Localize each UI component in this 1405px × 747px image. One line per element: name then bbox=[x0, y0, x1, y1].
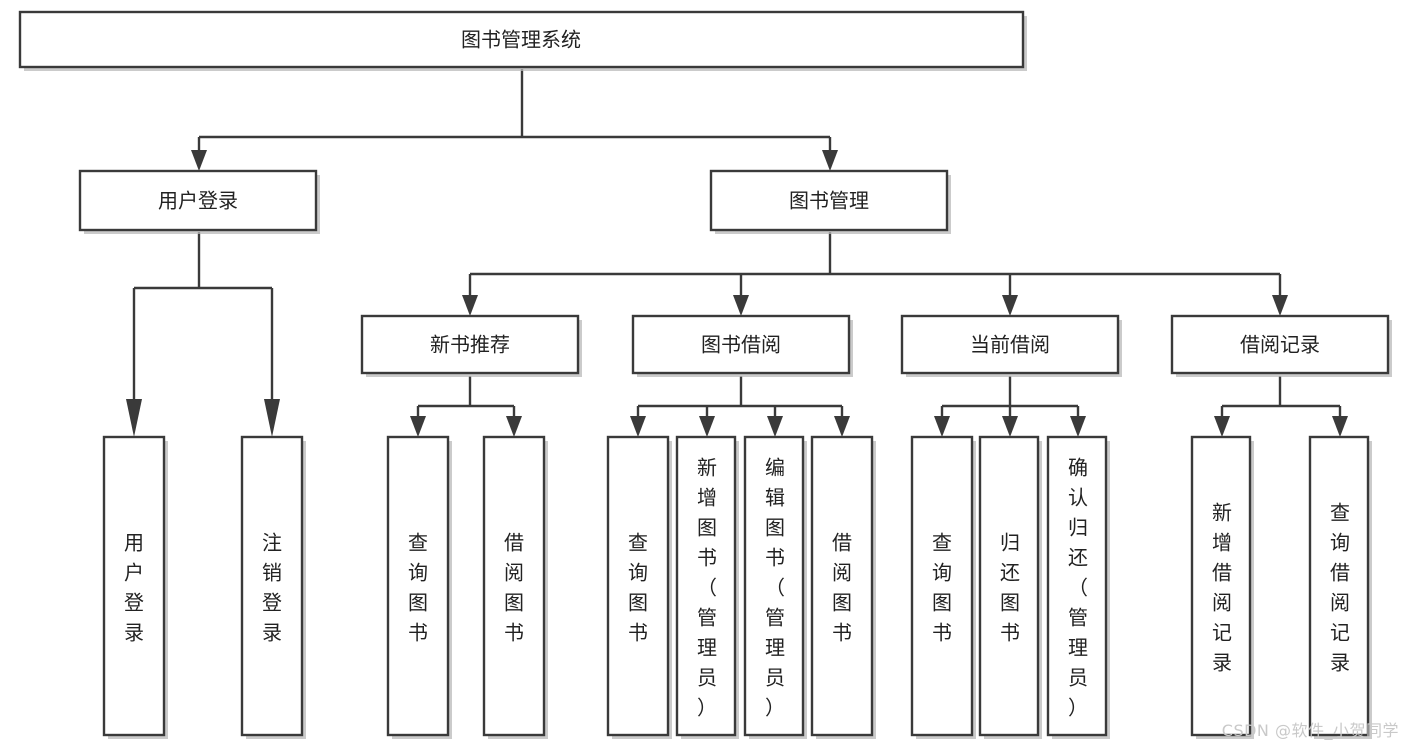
node-l3-current-borrow[interactable]: 当前借阅 bbox=[900, 314, 1122, 377]
node-l3-borrow-record-label: 借阅记录 bbox=[1240, 333, 1320, 357]
arrowhead-leaf-user-login bbox=[126, 399, 142, 437]
csdn-watermark: CSDN @软件_小贺同学 bbox=[1221, 721, 1399, 740]
arrowhead-leaf-edit-book bbox=[767, 416, 783, 437]
node-leaf-user-login-box[interactable] bbox=[102, 435, 166, 737]
node-l3-borrow-record-box[interactable] bbox=[1170, 314, 1390, 375]
node-leaf-logout-login[interactable]: 注销登录 bbox=[240, 435, 306, 739]
node-l3-current-borrow-box[interactable] bbox=[900, 314, 1120, 375]
node-leaf-borrow-book-2[interactable]: 借阅图书 bbox=[810, 435, 876, 739]
node-l2-user-login-label: 用户登录 bbox=[158, 189, 238, 213]
arrowhead-borrow-record bbox=[1272, 295, 1288, 316]
arrowhead-leaf-borrow-book-1 bbox=[506, 416, 522, 437]
node-l3-new-book-rec[interactable]: 新书推荐 bbox=[360, 314, 582, 377]
node-root[interactable]: 图书管理系统 bbox=[18, 10, 1027, 71]
node-root-label: 图书管理系统 bbox=[461, 28, 581, 52]
node-l3-new-book-rec-label: 新书推荐 bbox=[430, 333, 510, 357]
node-leaf-query-book-2-label: 查询图书 bbox=[628, 530, 648, 644]
node-leaf-query-book-1-box[interactable] bbox=[386, 435, 450, 737]
node-l3-book-borrow[interactable]: 图书借阅 bbox=[631, 314, 853, 377]
node-leaf-borrow-book-1-label: 借阅图书 bbox=[504, 530, 524, 644]
node-leaf-confirm-return[interactable]: 确认归还（管理员） bbox=[1046, 435, 1110, 739]
node-leaf-add-book[interactable]: 新增图书（管理员） bbox=[675, 435, 739, 739]
node-root-box[interactable] bbox=[18, 10, 1025, 69]
arrowhead-user-login bbox=[191, 150, 207, 171]
node-leaf-add-book-box[interactable] bbox=[675, 435, 737, 737]
node-leaf-edit-book[interactable]: 编辑图书（管理员） bbox=[743, 435, 807, 739]
node-l3-current-borrow-label: 当前借阅 bbox=[970, 333, 1050, 357]
node-leaf-query-record-label: 查询借阅记录 bbox=[1330, 500, 1350, 674]
arrowhead-leaf-borrow-book-2 bbox=[834, 416, 850, 437]
node-leaf-borrow-book-2-label: 借阅图书 bbox=[832, 530, 852, 644]
arrowhead-leaf-add-book bbox=[699, 416, 715, 437]
arrowhead-leaf-return-book bbox=[1002, 416, 1018, 437]
node-l3-book-borrow-label: 图书借阅 bbox=[701, 333, 781, 357]
node-leaf-add-book-label: 新增图书（管理员） bbox=[697, 455, 717, 719]
node-l2-book-manage-box[interactable] bbox=[709, 169, 949, 232]
node-leaf-confirm-return-box[interactable] bbox=[1046, 435, 1108, 737]
arrowhead-leaf-add-record bbox=[1214, 416, 1230, 437]
node-leaf-query-book-1-label: 查询图书 bbox=[408, 530, 428, 644]
node-leaf-add-record-box[interactable] bbox=[1190, 435, 1252, 737]
arrowhead-current-borrow bbox=[1002, 295, 1018, 316]
node-leaf-logout-login-label: 注销登录 bbox=[262, 530, 282, 644]
arrowhead-new-book-rec bbox=[462, 295, 478, 316]
arrowhead-leaf-query-book-1 bbox=[410, 416, 426, 437]
node-leaf-query-book-2[interactable]: 查询图书 bbox=[606, 435, 672, 739]
node-leaf-confirm-return-label: 确认归还（管理员） bbox=[1068, 455, 1088, 719]
node-leaf-logout-login-box[interactable] bbox=[240, 435, 304, 737]
node-l2-user-login[interactable]: 用户登录 bbox=[78, 169, 320, 234]
arrowhead-leaf-confirm-return bbox=[1070, 416, 1086, 437]
node-leaf-query-book-3[interactable]: 查询图书 bbox=[910, 435, 976, 739]
node-leaf-query-book-2-box[interactable] bbox=[606, 435, 670, 737]
node-leaf-return-book-box[interactable] bbox=[978, 435, 1040, 737]
node-leaf-user-login[interactable]: 用户登录 bbox=[102, 435, 168, 739]
arrowhead-book-borrow bbox=[733, 295, 749, 316]
connector-layer bbox=[126, 69, 1348, 437]
node-l3-borrow-record[interactable]: 借阅记录 bbox=[1170, 314, 1392, 377]
arrowhead-leaf-logout-login bbox=[264, 399, 280, 437]
arrowhead-leaf-query-record bbox=[1332, 416, 1348, 437]
node-l3-book-borrow-box[interactable] bbox=[631, 314, 851, 375]
arrowhead-book-manage bbox=[822, 150, 838, 171]
node-leaf-return-book[interactable]: 归还图书 bbox=[978, 435, 1042, 739]
arrowhead-leaf-query-book-3 bbox=[934, 416, 950, 437]
arrowhead-leaf-query-book-2 bbox=[630, 416, 646, 437]
node-leaf-query-record[interactable]: 查询借阅记录 bbox=[1308, 435, 1372, 739]
node-leaf-query-book-3-box[interactable] bbox=[910, 435, 974, 737]
node-l2-user-login-box[interactable] bbox=[78, 169, 318, 232]
node-leaf-borrow-book-1[interactable]: 借阅图书 bbox=[482, 435, 548, 739]
node-leaf-query-book-3-label: 查询图书 bbox=[932, 530, 952, 644]
node-leaf-return-book-label: 归还图书 bbox=[1000, 530, 1020, 644]
node-leaf-borrow-book-2-box[interactable] bbox=[810, 435, 874, 737]
node-leaf-edit-book-box[interactable] bbox=[743, 435, 805, 737]
node-leaf-user-login-label: 用户登录 bbox=[124, 530, 144, 644]
node-leaf-add-record[interactable]: 新增借阅记录 bbox=[1190, 435, 1254, 739]
node-leaf-query-book-1[interactable]: 查询图书 bbox=[386, 435, 452, 739]
node-leaf-add-record-label: 新增借阅记录 bbox=[1212, 500, 1232, 674]
node-leaf-query-record-box[interactable] bbox=[1308, 435, 1370, 737]
node-l2-book-manage[interactable]: 图书管理 bbox=[709, 169, 951, 234]
node-leaf-borrow-book-1-box[interactable] bbox=[482, 435, 546, 737]
node-leaf-edit-book-label: 编辑图书（管理员） bbox=[765, 455, 785, 719]
node-l3-new-book-rec-box[interactable] bbox=[360, 314, 580, 375]
node-l2-book-manage-label: 图书管理 bbox=[789, 189, 869, 213]
